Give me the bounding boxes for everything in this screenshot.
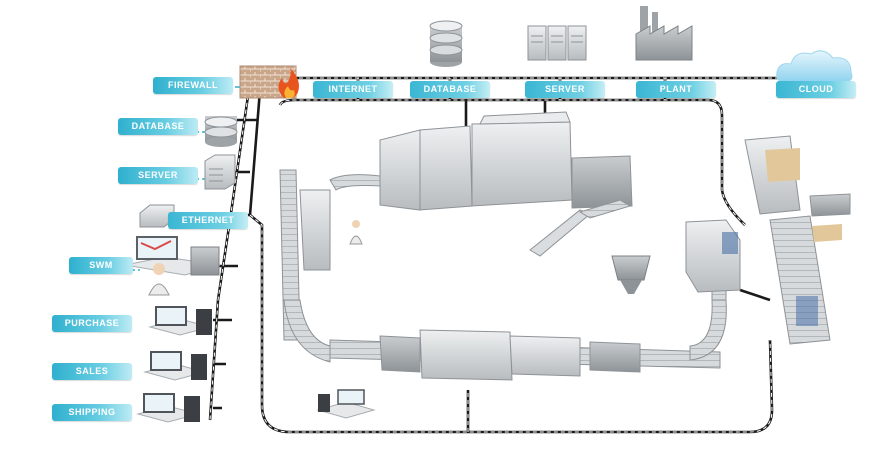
plant-icon <box>635 6 693 61</box>
ethernet-label: ETHERNET <box>168 212 248 229</box>
server-left-label: SERVER <box>118 167 198 184</box>
network-lines <box>130 76 780 434</box>
server-left-icon <box>204 154 236 190</box>
shipping-workstation-icon <box>136 393 200 423</box>
database-top-label: DATABASE <box>410 81 490 98</box>
sales-label: SALES <box>52 363 132 380</box>
firewall-icon <box>239 65 299 99</box>
cloud-icon <box>776 50 853 83</box>
database-left-label: DATABASE <box>118 118 198 135</box>
production-line <box>279 111 851 381</box>
purchase-workstation-icon <box>148 306 212 336</box>
database-top-icon <box>429 20 463 67</box>
operator-workstation-icon <box>316 389 376 419</box>
server-top-icon <box>527 25 587 61</box>
plant-label: PLANT <box>636 81 716 98</box>
shipping-label: SHIPPING <box>52 404 132 421</box>
swm-label: SWM <box>69 257 133 274</box>
database-left-icon <box>204 116 238 147</box>
purchase-label: PURCHASE <box>52 315 132 332</box>
firewall-label: FIREWALL <box>153 77 233 94</box>
internet-label: INTERNET <box>313 81 393 98</box>
swm-workstation-icon <box>124 236 221 296</box>
server-top-label: SERVER <box>525 81 605 98</box>
cloud-label: CLOUD <box>776 81 856 98</box>
sales-workstation-icon <box>143 351 207 381</box>
